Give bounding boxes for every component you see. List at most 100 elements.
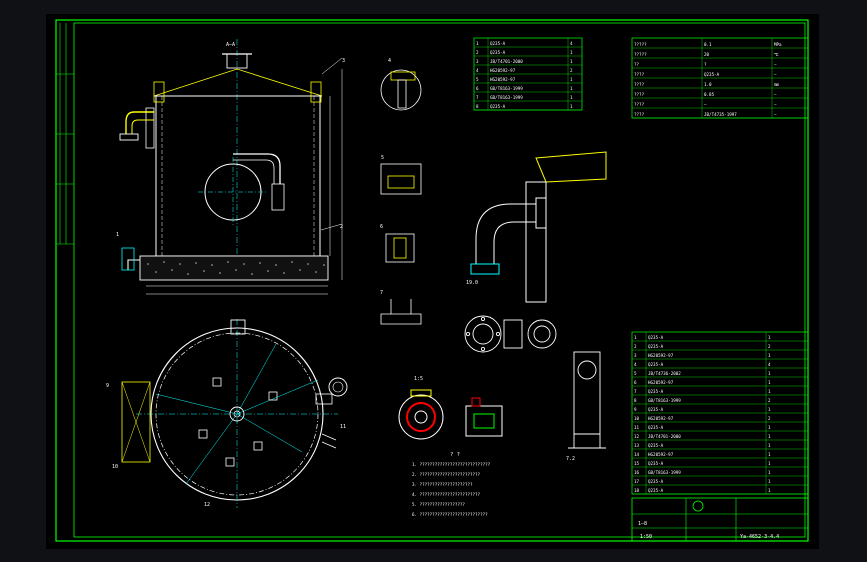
- detail-label-2: 5: [381, 155, 384, 161]
- parts-top-cell: Q235-A: [490, 104, 506, 109]
- drawing-canvas: 3 2 1 A—A: [46, 14, 819, 549]
- parts-bottom-cell: 4: [768, 362, 771, 367]
- parts-bottom-cell: 6: [634, 380, 637, 385]
- spec-cell: mm: [774, 82, 780, 87]
- parts-bottom-cell: 1: [768, 380, 771, 385]
- plan-radial-lines: [155, 343, 319, 485]
- detail-views-middle: 4 5 6 7: [380, 58, 422, 325]
- spec-cell: ????: [634, 72, 645, 77]
- parts-top-cell: HG20592-97: [490, 68, 516, 73]
- parts-bottom-cell: 1: [768, 470, 771, 475]
- leg-detail-label: 7.2: [566, 456, 575, 462]
- parts-bottom-cell: 18: [634, 488, 640, 493]
- parts-bottom-cell: HG20592-97: [648, 416, 674, 421]
- tank-shell: [155, 95, 321, 257]
- parts-top-cell: 1: [570, 86, 573, 91]
- drawing-number: Ya-4652-3-4.4: [740, 534, 779, 540]
- spec-cell: Q235-A: [704, 72, 720, 77]
- plan-manhole: [328, 377, 348, 397]
- callout-plan-9: 9: [106, 383, 109, 389]
- parts-top-cell: 4: [476, 68, 479, 73]
- elbow-detail: 19.0: [466, 151, 607, 303]
- parts-bottom-cell: Q235-A: [648, 488, 664, 493]
- callout-elev-2: 2: [340, 224, 343, 230]
- spec-cell: —: [774, 72, 777, 77]
- spec-cell: —: [774, 62, 777, 67]
- parts-top-cell: HG20592-97: [490, 77, 516, 82]
- parts-bottom-cell: 1: [768, 389, 771, 394]
- spec-cell: ????: [634, 92, 645, 97]
- conical-roof: [153, 68, 323, 97]
- parts-bottom-cell: 8: [634, 398, 637, 403]
- note-line-1: 1. ????????????????????????????: [412, 462, 491, 467]
- parts-bottom-cell: GB/T8163-1999: [648, 470, 681, 475]
- plan-roof-lugs: [198, 377, 278, 467]
- parts-bottom-cell: 2: [768, 344, 771, 349]
- parts-bottom-cell: Q235-A: [648, 479, 664, 484]
- parts-bottom-cell: 1: [768, 407, 771, 412]
- elbow-dim-label: 19.0: [466, 280, 478, 286]
- parts-top-cell: 1: [570, 50, 573, 55]
- parts-top-cell: 1: [570, 59, 573, 64]
- detail-label-3: 6: [380, 224, 383, 230]
- parts-top-cell: 7: [476, 95, 479, 100]
- parts-bottom-cell: 16: [634, 470, 640, 475]
- notes-header: ? ?: [450, 452, 460, 458]
- spec-cell: 20: [704, 52, 710, 57]
- technical-notes: ? ? 1. ???????????????????????????? 2. ?…: [412, 452, 491, 517]
- parts-bottom-cell: JB/T4701-2000: [648, 434, 681, 439]
- scale-ratio: 1:50: [640, 534, 652, 540]
- outer-frame: [55, 19, 809, 542]
- support-leg-detail: 7.2: [566, 351, 606, 462]
- spec-cell: MPa: [774, 42, 782, 47]
- title-block-number: 1—8: [638, 521, 647, 527]
- parts-bottom-cell: 15: [634, 461, 640, 466]
- parts-top-cell: JB/T4701-2000: [490, 59, 523, 64]
- callout-elev-1: 1: [116, 232, 119, 238]
- parts-bottom-cell: 10: [634, 416, 640, 421]
- parts-bottom-cell: 1: [768, 461, 771, 466]
- parts-bottom-cell: Q235-A: [648, 389, 664, 394]
- flange-detail: [464, 315, 557, 353]
- spec-cell: 1.0: [704, 82, 712, 87]
- spec-cell: —: [774, 102, 777, 107]
- parts-top-cell: 6: [476, 86, 479, 91]
- parts-bottom-cell: Q235-A: [648, 425, 664, 430]
- inner-frame: [73, 22, 806, 538]
- parts-bottom-cell: Q235-A: [648, 407, 664, 412]
- parts-bottom-cell: 17: [634, 479, 640, 484]
- foundation-hatch: [147, 261, 325, 275]
- section-label-elev: A—A: [226, 42, 235, 48]
- parts-top-cell: 3: [476, 59, 479, 64]
- parts-top-cell: 1: [570, 95, 573, 100]
- spec-cell: ?????: [634, 52, 647, 57]
- elevation-view: 3 2 1 A—A: [116, 39, 345, 295]
- note-line-4: 4. ????????????????????????: [412, 492, 481, 497]
- parts-top-cell: 8: [476, 104, 479, 109]
- bottom-outlet: [127, 259, 140, 270]
- parts-bottom-cell: 12: [634, 434, 640, 439]
- manhole-davit: [233, 153, 281, 184]
- foundation: [139, 255, 329, 281]
- spec-cell: ????: [634, 112, 645, 117]
- title-block: 1—8 Ya-4652-3-4.4 1:50: [631, 497, 809, 542]
- note-line-5: 5. ??????????????????: [412, 502, 465, 507]
- detail-label-4: 7: [380, 290, 383, 296]
- parts-bottom-cell: 9: [634, 407, 637, 412]
- spec-cell: ?????: [634, 42, 647, 47]
- detail-label-1: 4: [388, 58, 391, 64]
- callout-elev-3: 3: [342, 58, 345, 64]
- parts-bottom-cell: 1: [768, 434, 771, 439]
- spec-cell: —: [774, 92, 777, 97]
- parts-bottom-cell: HG20592-97: [648, 353, 674, 358]
- spec-cell: ??: [634, 62, 640, 67]
- spec-cell: —: [704, 102, 707, 107]
- parts-bottom-cell: 5: [634, 371, 637, 376]
- parts-bottom-cell: 2: [768, 398, 771, 403]
- spec-cell: ????: [634, 82, 645, 87]
- spec-cell: —: [774, 112, 777, 117]
- parts-bottom-cell: JB/T4736-2002: [648, 371, 681, 376]
